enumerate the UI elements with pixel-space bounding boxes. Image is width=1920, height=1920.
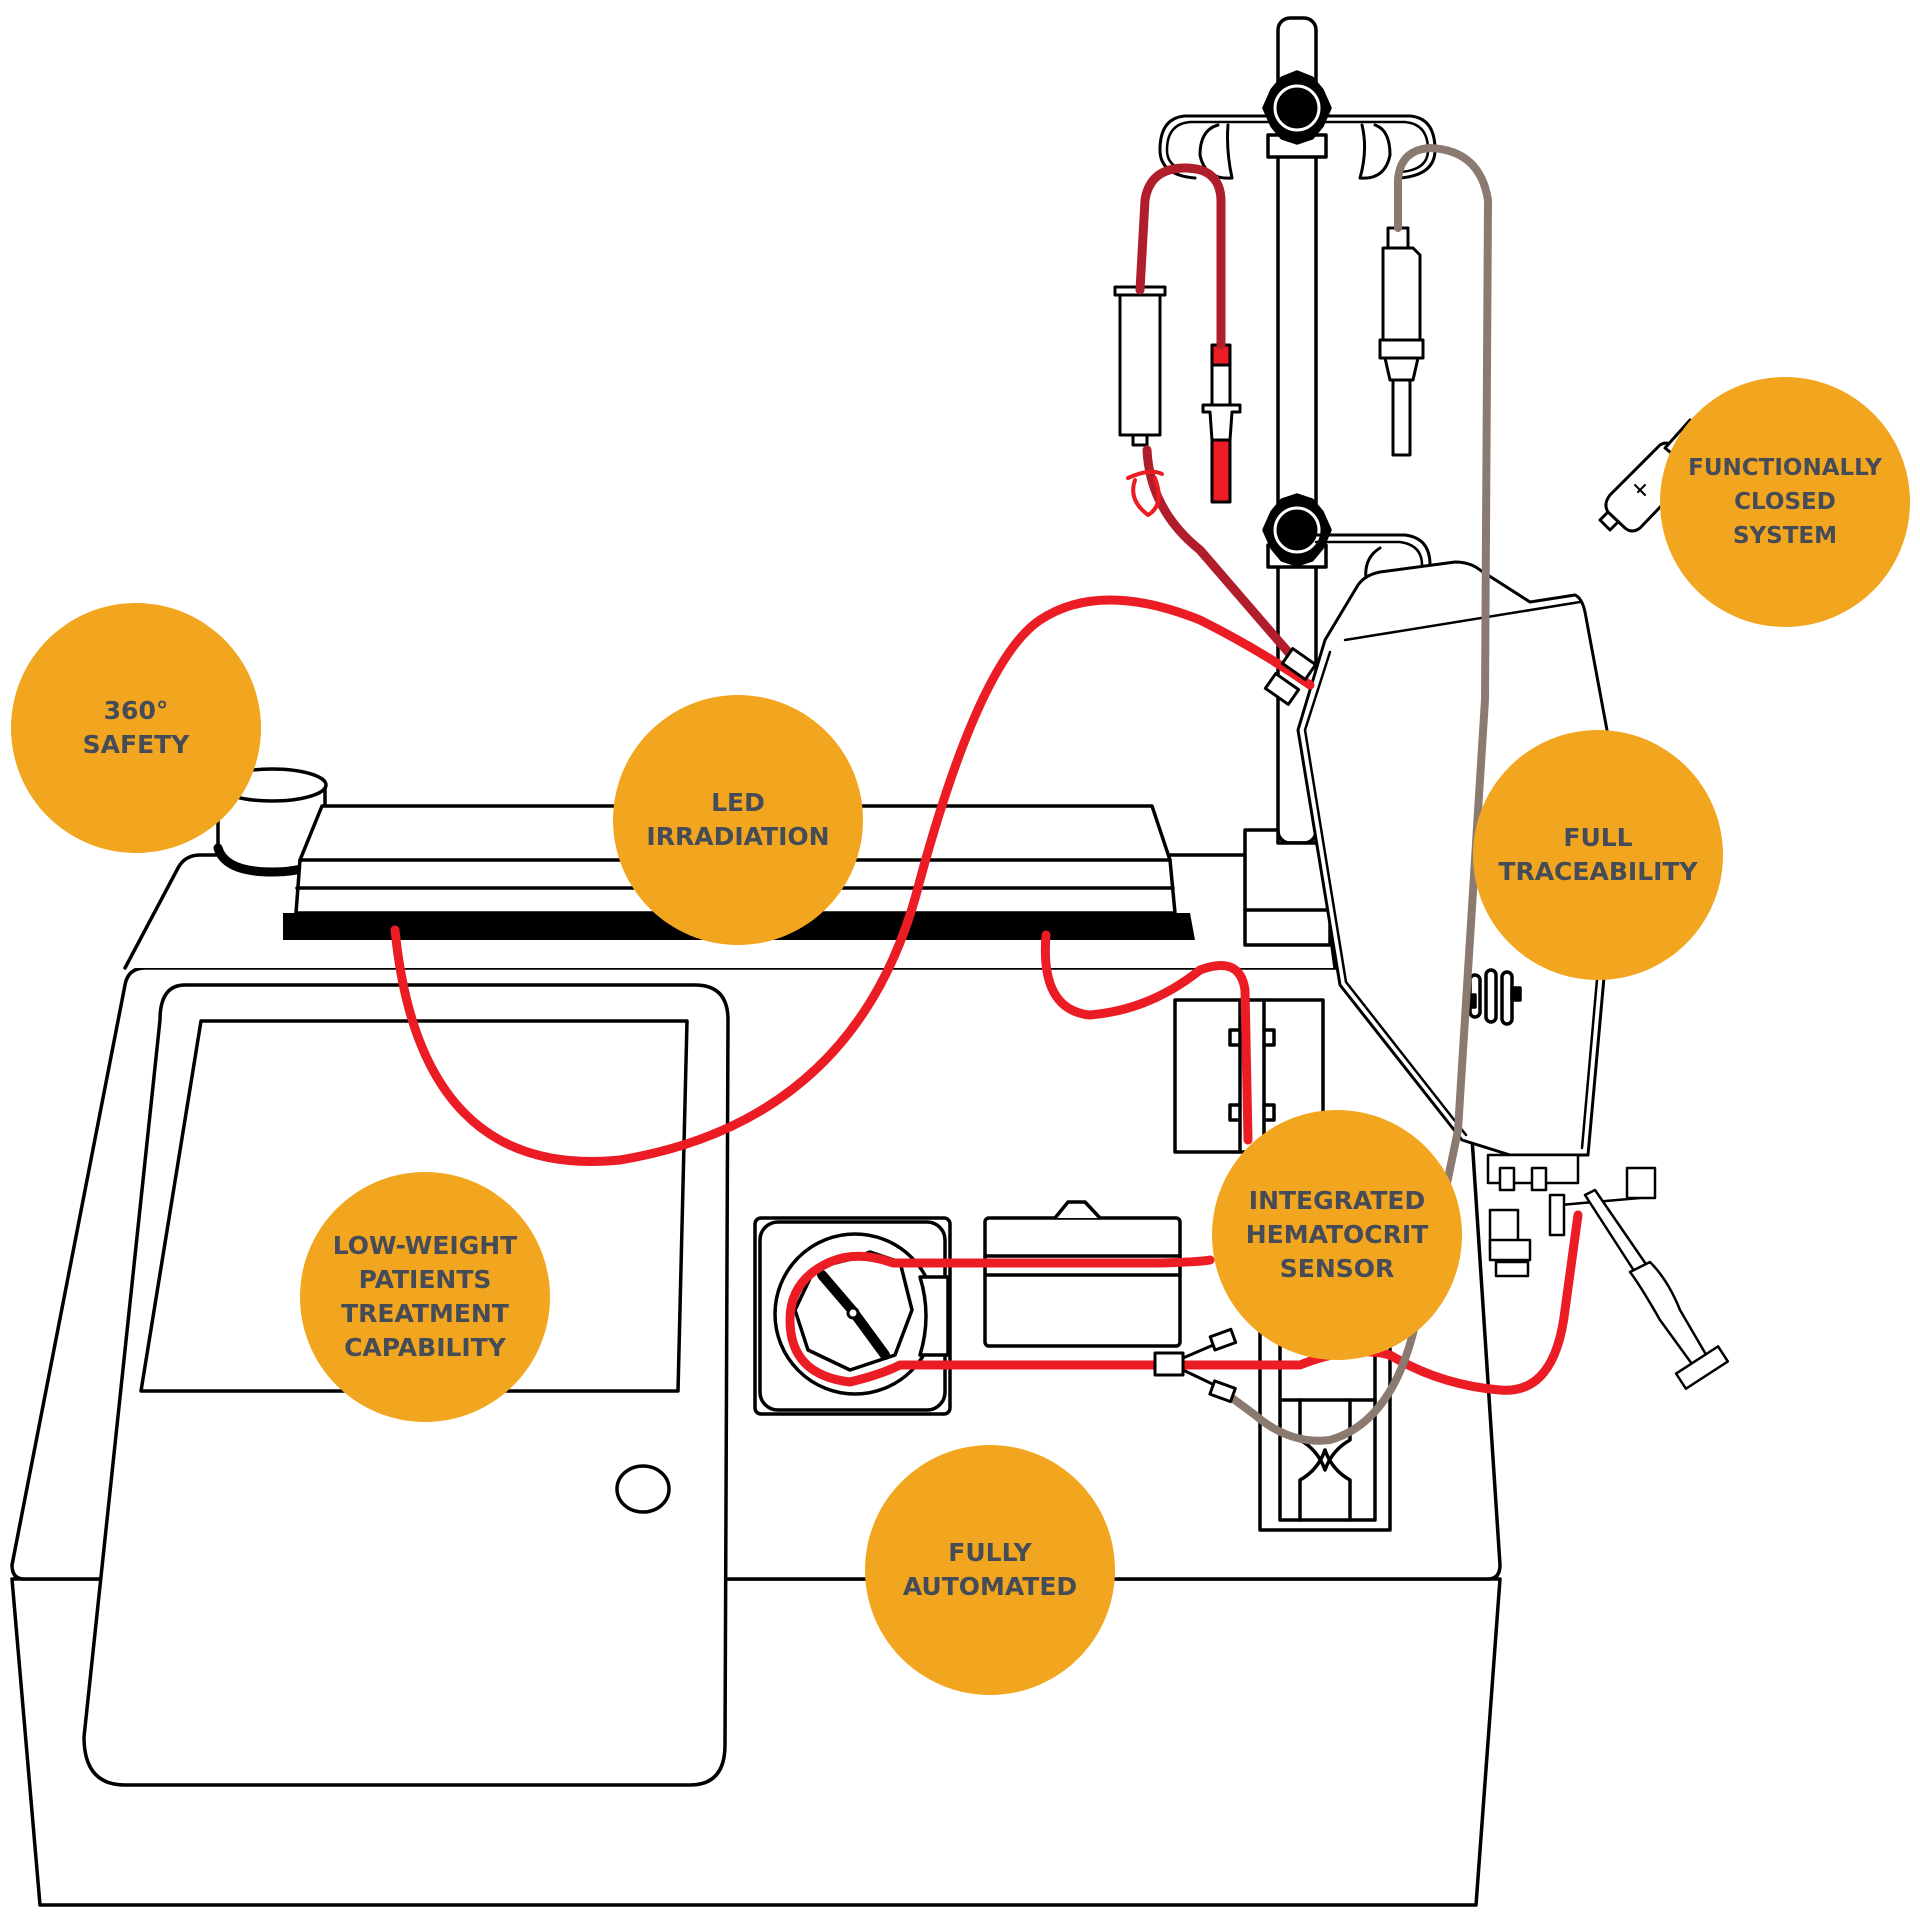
badge-line: INTEGRATED [1248,1186,1426,1215]
badge-line: CAPABILITY [344,1333,506,1362]
badge-line: 360° [103,696,169,725]
bag-inlet-clamps [1263,647,1318,706]
badge-line: FUNCTIONALLY [1688,455,1882,481]
home-button[interactable] [615,1464,671,1514]
drip-chambers [1113,226,1702,533]
outlet-connector [1583,1188,1730,1390]
tube-red-main [390,595,1315,1166]
tube-red-pump [785,1251,1215,1387]
badge-360-safety: 360° SAFETY [11,603,261,853]
badge-fully-automated: FULLY AUTOMATED [865,1445,1115,1695]
cassette-block [983,1200,1182,1348]
tube-dark-red-2 [1135,163,1226,350]
badge-line: SAFETY [82,730,190,759]
badge-line: TRACEABILITY [1498,857,1698,886]
y-connector [1153,1327,1238,1404]
badge-line: IRRADIATION [646,822,830,851]
badge-line: AUTOMATED [902,1572,1078,1601]
tube-red-sensor [1040,930,1253,1145]
badge-line: SYSTEM [1732,523,1838,549]
iv-pole [1158,16,1437,947]
badge-line: LED [711,788,765,817]
badge-line: PATIENTS [358,1265,492,1294]
badge-line: FULLY [948,1538,1032,1567]
badge-line: TREATMENT [341,1299,509,1328]
badge-line: HEMATOCRIT [1245,1220,1429,1249]
badge-full-traceability: FULL TRACEABILITY [1473,730,1723,980]
bag-port-connectors [1486,1153,1657,1278]
badge-functionally-closed-system: FUNCTIONALLY CLOSED SYSTEM [1660,377,1910,627]
badge-line: SENSOR [1279,1254,1395,1283]
badge-line: LOW-WEIGHT [332,1231,518,1260]
badge-low-weight-patients: LOW-WEIGHT PATIENTS TREATMENT CAPABILITY [300,1172,550,1422]
badge-led-irradiation: LED IRRADIATION [613,695,863,945]
tube-dark-red-1 [1142,445,1300,665]
collection-bag [1296,560,1730,1390]
badge-line: FULL [1563,823,1633,852]
badge-integrated-hematocrit-sensor: INTEGRATED HEMATOCRIT SENSOR [1212,1110,1462,1360]
badge-line: CLOSED [1734,489,1836,515]
